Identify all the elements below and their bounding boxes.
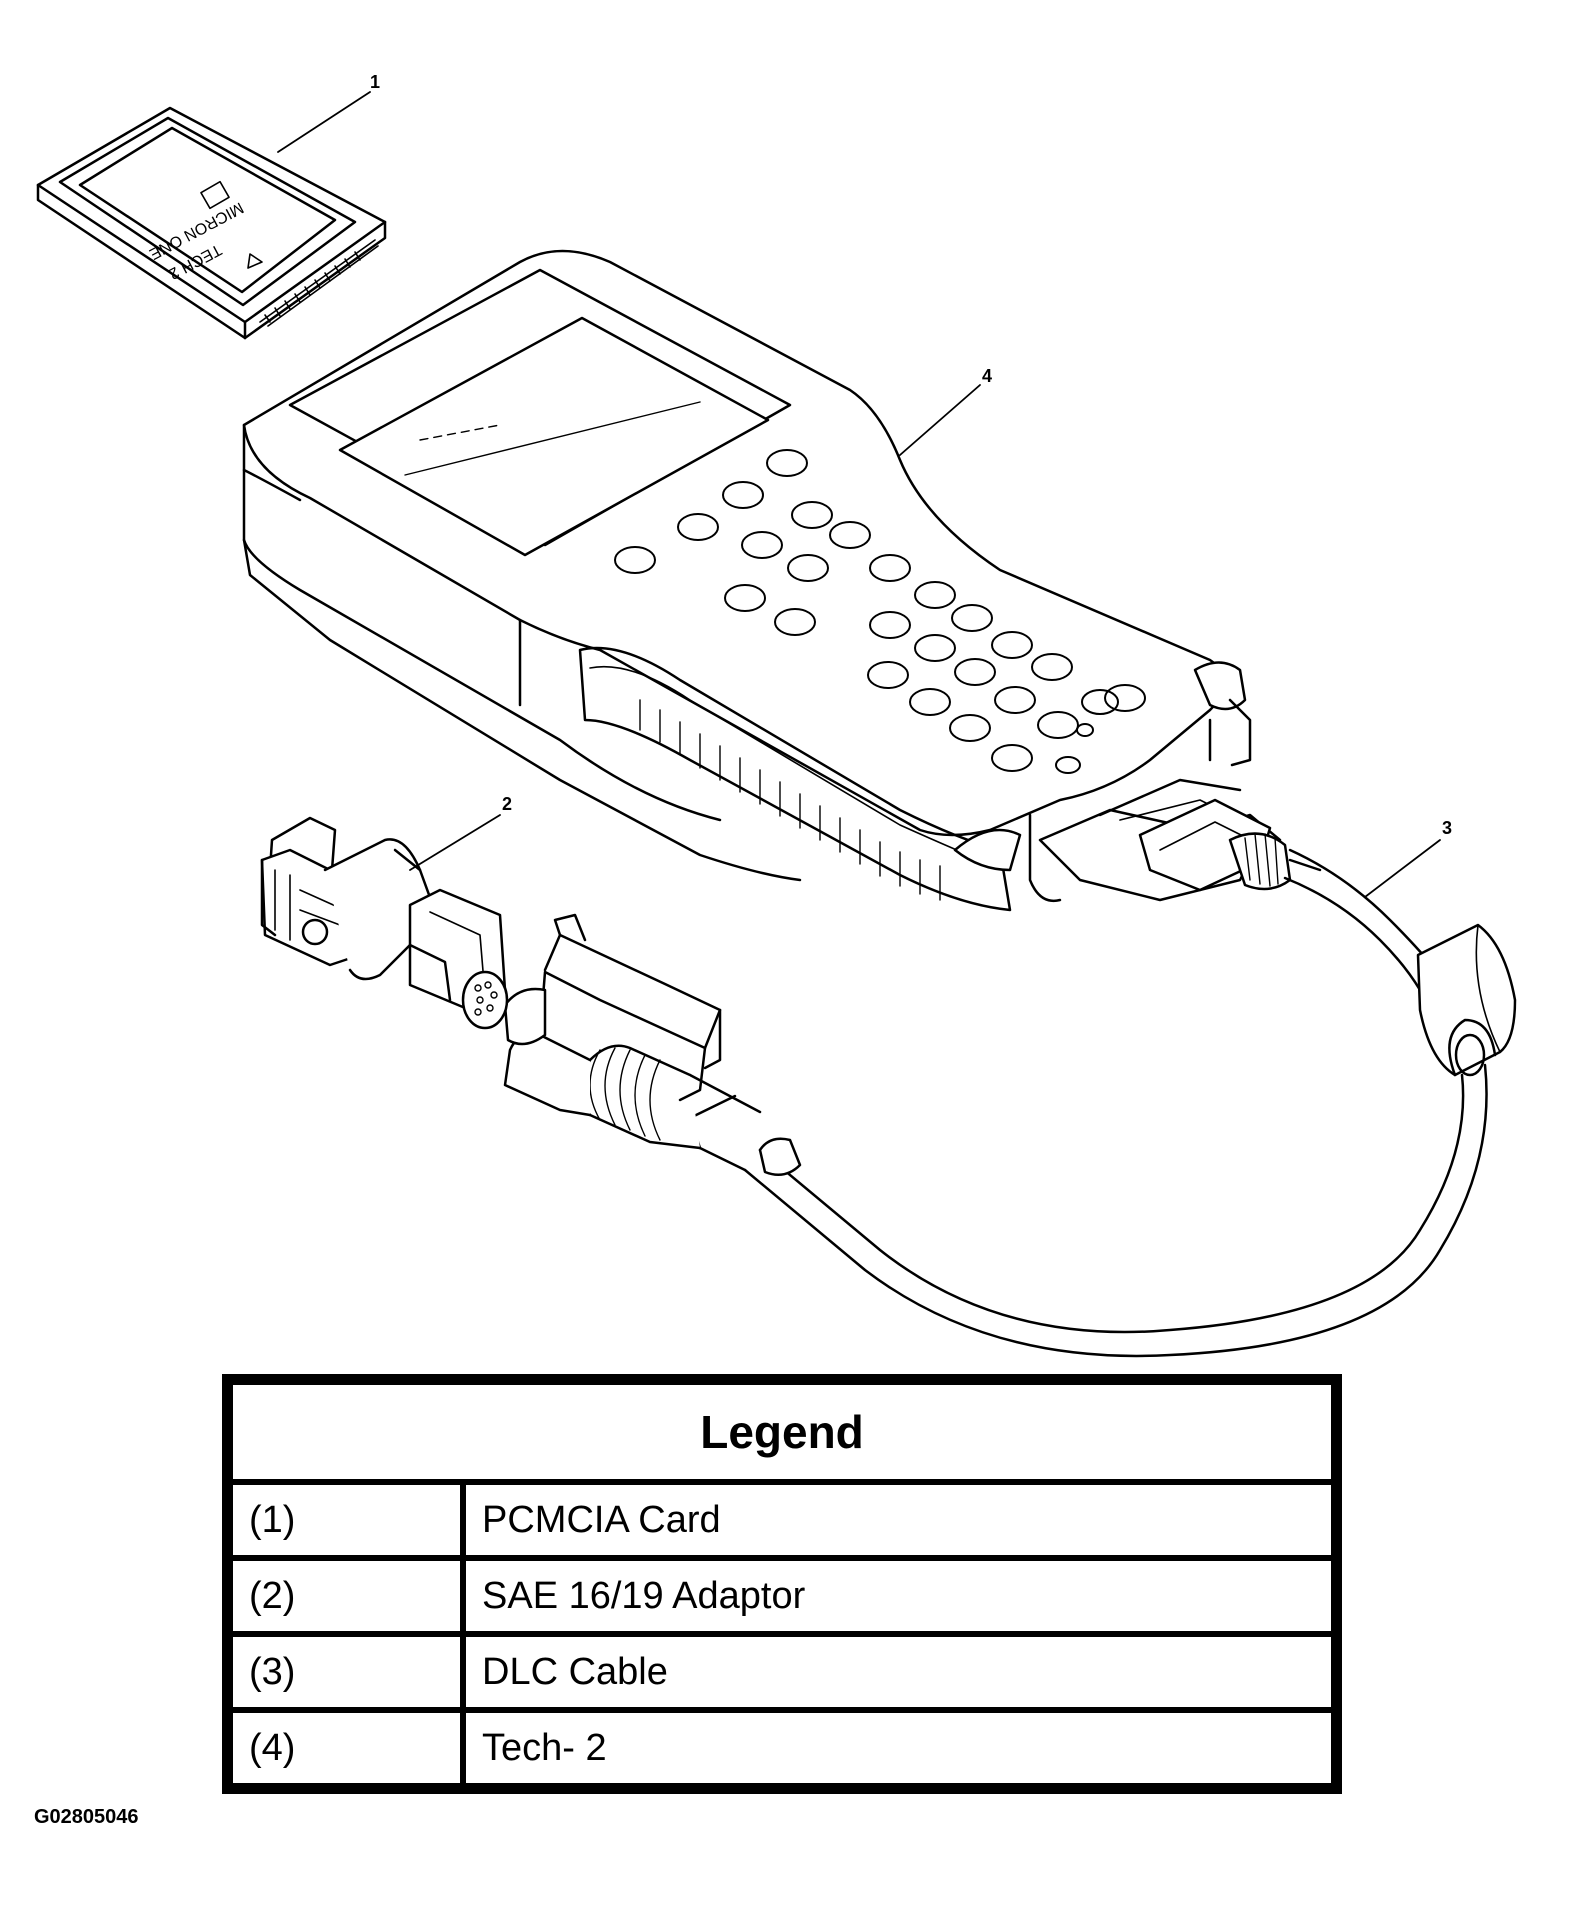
callout-leader-4: [899, 384, 981, 456]
callout-4: 4: [982, 366, 992, 386]
legend-header-row: Legend: [230, 1382, 1334, 1482]
legend-label: Tech- 2: [463, 1710, 1334, 1786]
legend-title: Legend: [230, 1382, 1334, 1482]
legend-table: Legend (1) PCMCIA Card (2) SAE 16/19 Ada…: [222, 1374, 1342, 1794]
legend-row: (3) DLC Cable: [230, 1634, 1334, 1710]
pcmcia-card-drawing: TECH 2 MICRON ONE: [36, 106, 387, 340]
callout-2: 2: [502, 794, 512, 814]
sae-adaptor-drawing: [260, 816, 509, 1030]
legend-key: (3): [230, 1634, 463, 1710]
legend-key: (4): [230, 1710, 463, 1786]
callout-leader-2: [409, 814, 501, 871]
callout-leader-1: [277, 91, 371, 153]
figure-id: G02805046: [34, 1806, 139, 1828]
dlc-cable-drawing: [503, 798, 1517, 1358]
tech2-scan-tool-drawing: [242, 249, 1282, 912]
legend-key: (1): [230, 1482, 463, 1558]
legend-row: (1) PCMCIA Card: [230, 1482, 1334, 1558]
callout-1: 1: [370, 72, 380, 92]
tech2-exploded-illustration: TECH 2 MICRON ONE 1: [36, 72, 1517, 1358]
legend-row: (2) SAE 16/19 Adaptor: [230, 1558, 1334, 1634]
legend-label: SAE 16/19 Adaptor: [463, 1558, 1334, 1634]
callout-leader-3: [1364, 839, 1441, 898]
legend-label: PCMCIA Card: [463, 1482, 1334, 1558]
legend-row: (4) Tech- 2: [230, 1710, 1334, 1786]
callout-3: 3: [1442, 818, 1452, 838]
legend-key: (2): [230, 1558, 463, 1634]
legend-label: DLC Cable: [463, 1634, 1334, 1710]
